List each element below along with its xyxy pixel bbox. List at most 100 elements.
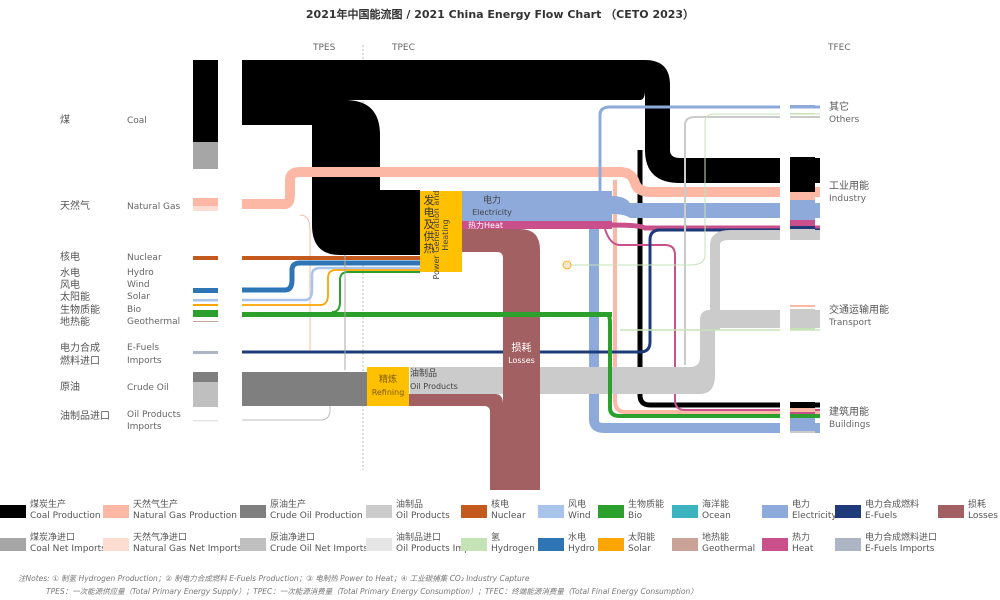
- flow-electricity-industry: [612, 196, 820, 218]
- legend-label-en: Ocean: [702, 511, 731, 521]
- legend-label-en: Oil Products: [396, 511, 450, 521]
- legend-label-zh: 原油净进口: [270, 533, 316, 543]
- legend-label-zh: 风电: [568, 500, 587, 510]
- legend-label-zh: 热力: [792, 533, 811, 543]
- node-label-power-en: Power Generation and Heating: [432, 190, 450, 280]
- legend-label-zh: 水电: [568, 533, 587, 543]
- legend-label-en: Heat: [792, 544, 814, 554]
- legend-label-en: Crude Oil Net Imports: [270, 544, 368, 554]
- source-label-hydro-zh: 水电: [60, 268, 80, 279]
- legend-swatch: [938, 505, 964, 518]
- source-label-imports-en: Imports: [127, 356, 162, 366]
- flow-electricity-buildings: [589, 220, 820, 433]
- source-bar-efuels: [193, 351, 218, 354]
- node-oil-products: [410, 367, 590, 394]
- legend-label-en: E-Fuels: [865, 511, 898, 521]
- flow-coal-buildings: [637, 150, 820, 408]
- source-label-crude-zh: 原油: [60, 382, 80, 393]
- source-label-wind-zh: 风电: [60, 280, 80, 291]
- source-bar-wind: [193, 299, 218, 302]
- source-label-oilimp-zh: 油制品进口: [60, 411, 110, 422]
- source-label-hydro-en: Hydro: [127, 268, 154, 278]
- dest-bar-industry: [790, 157, 815, 239]
- axis-label-tpec: TPEC: [392, 43, 415, 53]
- legend-swatch: [538, 538, 564, 551]
- source-label-crude-en: Crude Oil: [127, 383, 169, 393]
- node-label-refining-en: Refining: [371, 388, 405, 397]
- flow-losses-power: [462, 229, 540, 490]
- flow-hydrogen-thin: [565, 113, 820, 266]
- source-bar-coal-import: [193, 142, 218, 169]
- process-marker: [562, 260, 572, 270]
- dest-label-industry-zh: 工业用能: [829, 181, 869, 192]
- dest-label-buildings-en: Buildings: [829, 420, 871, 430]
- source-bar-bio: [193, 310, 218, 317]
- legend-label-zh: 核电: [491, 500, 510, 510]
- source-bar-crude-prod: [193, 372, 218, 382]
- node-label-power-zh: 发电及供热: [423, 194, 435, 255]
- axis-label-tpes: TPES: [313, 43, 336, 53]
- notes-line-2: TPES：一次能源供应量（Total Primary Energy Supply…: [46, 587, 698, 596]
- node-label-oilproducts-en: Oil Products: [410, 382, 458, 391]
- source-label-coal-zh: 煤: [60, 115, 70, 126]
- flow-coal-power: [312, 100, 420, 255]
- dest-bar-transport: [790, 305, 815, 330]
- flow-hydro: [242, 260, 420, 293]
- legend-swatch: [461, 538, 487, 551]
- axis-label-tfec: TFEC: [828, 43, 851, 53]
- legend-swatch: [461, 505, 487, 518]
- flow-oil-imports: [242, 406, 331, 421]
- node-label-electricity-zh: 电力: [482, 196, 501, 206]
- flow-bio-buildings: [606, 312, 820, 418]
- notes-line-1: 注Notes: ① 制氢 Hydrogen Production；② 制电力合成…: [18, 574, 530, 583]
- source-label-solar-zh: 太阳能: [60, 292, 90, 303]
- source-label-geo-zh: 地热能: [60, 317, 90, 328]
- legend-swatch: [672, 505, 698, 518]
- legend-swatch: [240, 538, 266, 551]
- flow-gas-thin: [299, 214, 311, 350]
- node-label-heat-en: Heat: [484, 221, 503, 230]
- node-power-generation: [420, 191, 462, 272]
- flow-oil-transport: [590, 310, 820, 394]
- flow-coal-industry: [242, 60, 820, 183]
- flow-gas-main: [242, 167, 820, 209]
- legend-label-en: E-Fuels Imports: [865, 544, 935, 554]
- source-bar-gas-prod: [193, 198, 218, 206]
- legend-swatch: [103, 538, 129, 551]
- dest-label-buildings: 建筑用能 Buildings: [829, 407, 870, 431]
- legend-label-zh: 天然气净进口: [133, 533, 188, 543]
- flow-crude-oil: [242, 372, 367, 406]
- dest-label-others-en: Others: [829, 115, 860, 125]
- legend-label-en: Electricity: [792, 511, 837, 521]
- legend-label-en: Bio: [628, 511, 643, 521]
- node-label-refining-zh: 精炼: [378, 375, 397, 385]
- dest-label-transport-zh: 交通运输用能: [829, 305, 889, 316]
- source-bar-gas-import: [193, 206, 218, 211]
- node-label-heat-zh: 热力: [468, 221, 484, 230]
- legend-label-zh: 煤炭生产: [30, 500, 67, 510]
- dest-label-buildings-zh: 建筑用能: [829, 407, 869, 418]
- legend-label-zh: 电力合成燃料: [865, 500, 920, 510]
- legend-swatch: [762, 538, 788, 551]
- source-label-gas-en: Natural Gas: [127, 202, 181, 212]
- legend-label-en: Coal Net Imports: [30, 544, 106, 554]
